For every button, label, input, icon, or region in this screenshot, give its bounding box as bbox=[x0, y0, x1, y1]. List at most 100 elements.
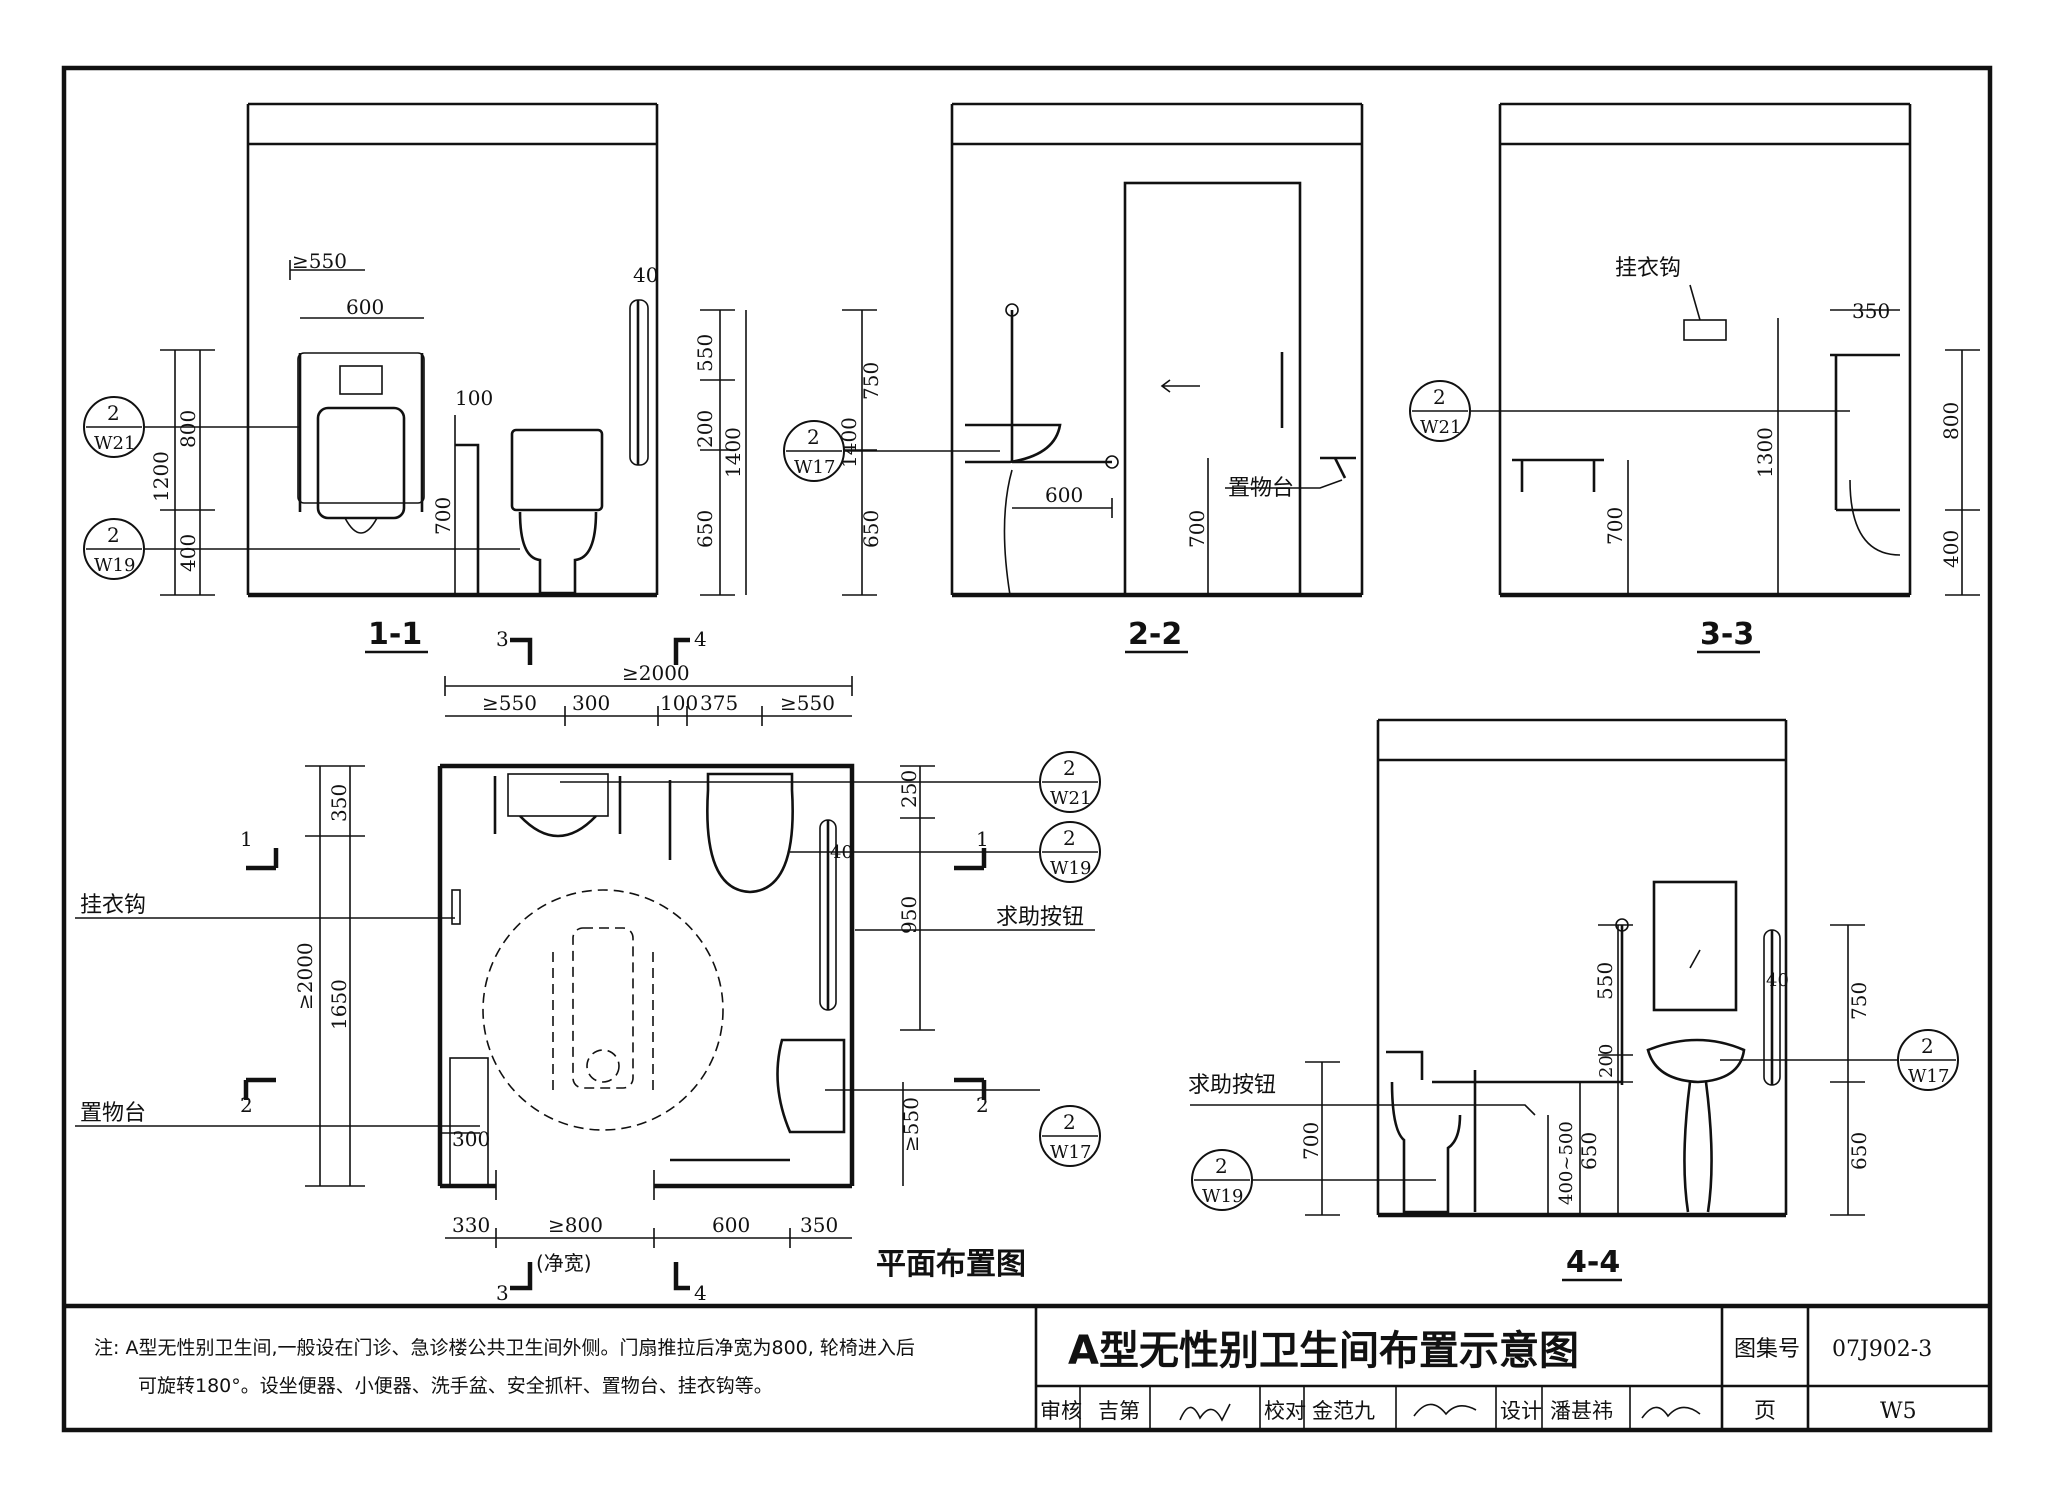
page-number: W5 bbox=[1880, 1399, 1917, 1424]
dim-ge550-plan-b: ≥550 bbox=[780, 691, 835, 715]
label-clear-width: (净宽) bbox=[536, 1251, 592, 1275]
label-help-4: 求助按钮 bbox=[1188, 1073, 1276, 1098]
label-hook-plan: 挂衣钩 bbox=[80, 893, 146, 918]
dim-330: 330 bbox=[452, 1213, 490, 1237]
dim-300-plan: 300 bbox=[572, 691, 610, 715]
floor-plan: 挂衣钩 置物台 求助按钮 ≥2000 ≥550 300 100 375 ≥550… bbox=[75, 627, 1095, 1305]
svg-text:2: 2 bbox=[107, 401, 120, 425]
page-label: 页 bbox=[1754, 1399, 1776, 1424]
dim-100-plan: 100 bbox=[660, 691, 698, 715]
dim-550-1: 550 bbox=[693, 334, 717, 372]
section-mark-4-bottom: 4 bbox=[694, 1281, 707, 1305]
elevation-4-4: 求助按钮 550 200 650 400~500 700 40 750 650 … bbox=[1188, 718, 1898, 1282]
dim-40-plan: 40 bbox=[830, 842, 853, 863]
dim-100-1: 100 bbox=[455, 386, 493, 410]
ref-bubble-w17-a: 2 W17 bbox=[783, 420, 845, 482]
ref-bubble-w21-a: 2 W21 bbox=[83, 396, 145, 458]
section-mark-2-right: 2 bbox=[976, 1093, 989, 1117]
elevation-3-3: 挂衣钩 350 700 1300 800 400 3-3 bbox=[1470, 102, 1980, 654]
label-shelf-plan: 置物台 bbox=[80, 1101, 146, 1126]
dim-ge2000-top: ≥2000 bbox=[622, 661, 690, 685]
dim-1200: 1200 bbox=[149, 451, 173, 502]
checker-name: 金范九 bbox=[1312, 1399, 1375, 1423]
atlas-label: 图集号 bbox=[1734, 1337, 1800, 1362]
svg-text:W19: W19 bbox=[1050, 858, 1091, 879]
ref-bubble-w19-b: 2 W19 bbox=[1039, 821, 1101, 883]
section-mark-1-right: 1 bbox=[976, 827, 989, 851]
ref-bubble-w19-c: 2 W19 bbox=[1191, 1149, 1253, 1211]
dim-375-plan: 375 bbox=[700, 691, 738, 715]
svg-text:W21: W21 bbox=[94, 433, 135, 454]
dim-40-4: 40 bbox=[1766, 970, 1789, 991]
check-label: 校对 bbox=[1264, 1399, 1306, 1423]
reviewer-name: 吉第 bbox=[1098, 1399, 1140, 1423]
dim-1400-1: 1400 bbox=[721, 427, 745, 478]
svg-text:2: 2 bbox=[1063, 1110, 1076, 1134]
dim-550-4: 550 bbox=[1593, 962, 1617, 1000]
dim-800-1: 800 bbox=[176, 410, 200, 448]
label-help-plan: 求助按钮 bbox=[996, 905, 1084, 930]
dim-650-1: 650 bbox=[693, 510, 717, 548]
svg-text:W17: W17 bbox=[1908, 1066, 1949, 1087]
dim-700-2: 700 bbox=[1185, 510, 1209, 548]
dim-1650: 1650 bbox=[327, 979, 351, 1030]
dim-40-1: 40 bbox=[633, 263, 658, 287]
reviewer-signature bbox=[1179, 1403, 1231, 1422]
svg-text:2: 2 bbox=[107, 523, 120, 547]
dim-400-500: 400~500 bbox=[1556, 1121, 1577, 1205]
svg-text:W19: W19 bbox=[1202, 1186, 1243, 1207]
dim-250-plan: 250 bbox=[897, 770, 921, 808]
elevation-2-2: 750 1400 650 600 700 置物台 2-2 bbox=[816, 102, 1364, 654]
section-mark-4-top: 4 bbox=[694, 627, 707, 651]
dim-350-plan-b: 350 bbox=[800, 1213, 838, 1237]
dim-650-4b: 650 bbox=[1847, 1132, 1871, 1170]
section-mark-3-bottom: 3 bbox=[496, 1281, 509, 1305]
ref-bubble-w21-b: 2 W21 bbox=[1409, 380, 1471, 442]
ref-bubble-w17-b: 2 W17 bbox=[1039, 1105, 1101, 1167]
ref-bubble-w21-c: 2 W21 bbox=[1039, 751, 1101, 813]
view-title-3-3: 3-3 bbox=[1700, 617, 1754, 652]
dim-600-1: 600 bbox=[346, 295, 384, 319]
sheet-border bbox=[61, 65, 1993, 1433]
dim-ge800: ≥800 bbox=[548, 1213, 603, 1237]
view-title-1-1: 1-1 bbox=[368, 617, 422, 652]
dim-650-4a: 650 bbox=[1577, 1132, 1601, 1170]
section-mark-2-left: 2 bbox=[240, 1093, 253, 1117]
ref-bubble-w19-a: 2 W19 bbox=[83, 518, 145, 580]
dim-ge550-plan-a: ≥550 bbox=[482, 691, 537, 715]
dim-ge2000-side: ≥2000 bbox=[293, 942, 317, 1010]
elevation-1-1: ≥550 600 40 100 1200 800 400 700 550 200… bbox=[144, 102, 747, 654]
svg-text:2: 2 bbox=[807, 425, 820, 449]
dim-200-1: 200 bbox=[693, 410, 717, 448]
note-line-1: 注: A型无性别卫生间,一般设在门诊、急诊楼公共卫生间外侧。门扇推拉后净宽为80… bbox=[94, 1337, 915, 1359]
dim-350-plan: 350 bbox=[327, 784, 351, 822]
section-mark-1-left: 1 bbox=[240, 827, 253, 851]
view-title-2-2: 2-2 bbox=[1128, 617, 1182, 652]
section-mark-3-top: 3 bbox=[496, 627, 509, 651]
dim-400-3: 400 bbox=[1939, 530, 1963, 568]
atlas-number: 07J902-3 bbox=[1832, 1337, 1932, 1362]
view-title-plan: 平面布置图 bbox=[876, 1247, 1026, 1282]
svg-text:2: 2 bbox=[1063, 826, 1076, 850]
ref-bubble-w17-c: 2 W17 bbox=[1897, 1029, 1959, 1091]
label-hook-3: 挂衣钩 bbox=[1615, 256, 1681, 281]
dim-650-2: 650 bbox=[859, 510, 883, 548]
svg-text:2: 2 bbox=[1433, 385, 1446, 409]
svg-text:W21: W21 bbox=[1050, 788, 1091, 809]
title-block: 注: A型无性别卫生间,一般设在门诊、急诊楼公共卫生间外侧。门扇推拉后净宽为80… bbox=[64, 1303, 1990, 1430]
dim-ge550-1: ≥550 bbox=[292, 249, 347, 273]
svg-text:W17: W17 bbox=[794, 457, 835, 478]
dim-350-3: 350 bbox=[1852, 299, 1890, 323]
dim-600-plan: 600 bbox=[712, 1213, 750, 1237]
svg-text:2: 2 bbox=[1063, 756, 1076, 780]
dim-950-plan: 950 bbox=[897, 896, 921, 934]
dim-400-1: 400 bbox=[176, 534, 200, 572]
svg-text:W21: W21 bbox=[1420, 417, 1461, 438]
designer-signature bbox=[1641, 1406, 1701, 1419]
drawing-title: A型无性别卫生间布置示意图 bbox=[1068, 1328, 1579, 1374]
view-title-4-4: 4-4 bbox=[1566, 1245, 1620, 1280]
svg-text:W19: W19 bbox=[94, 555, 135, 576]
dim-750-2: 750 bbox=[859, 362, 883, 400]
dim-800-3: 800 bbox=[1939, 402, 1963, 440]
